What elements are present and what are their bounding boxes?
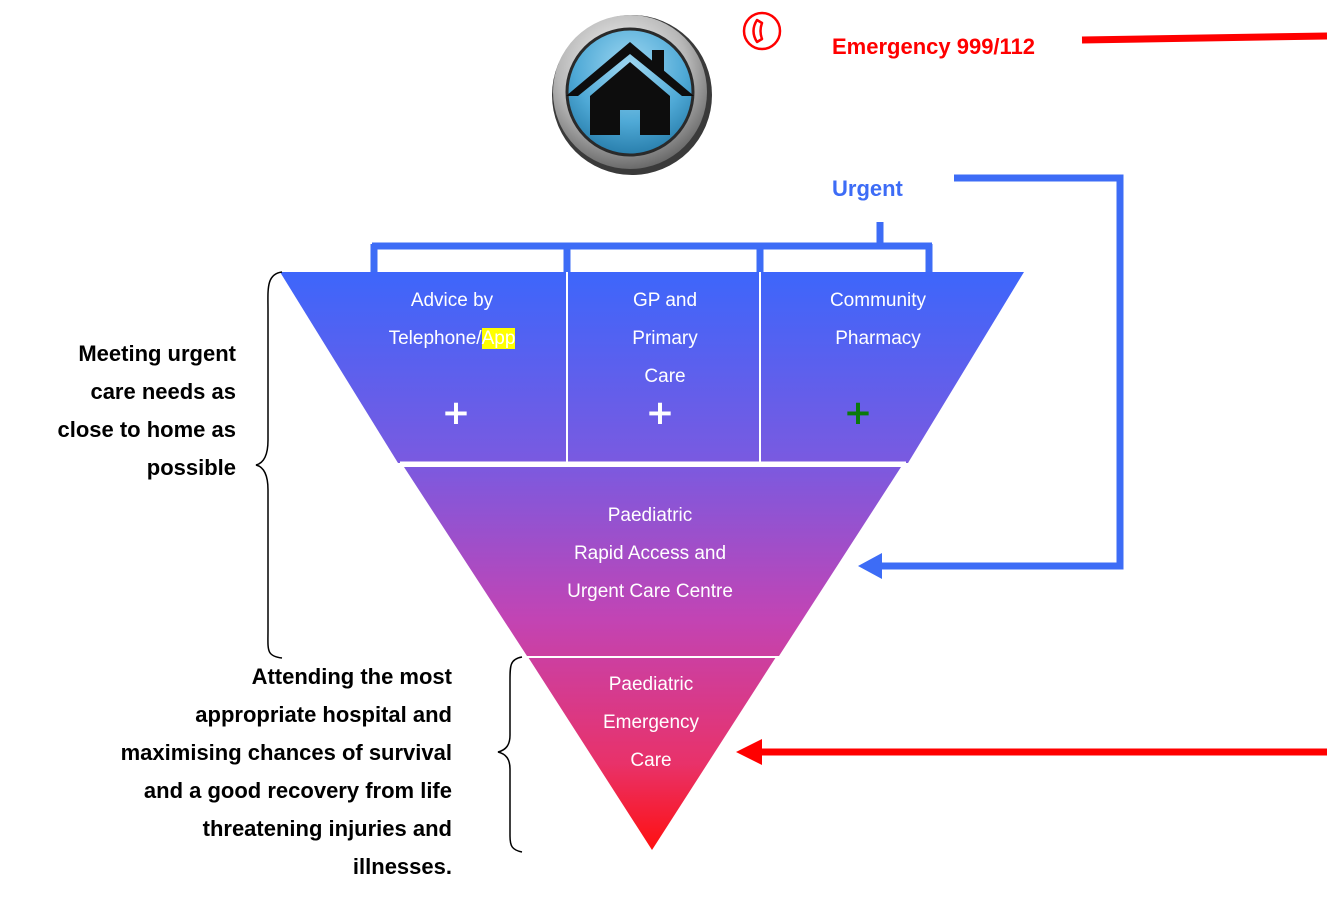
pharmacy-label-line2: Pharmacy (835, 328, 921, 349)
home-button[interactable] (552, 15, 712, 175)
urgent-care-note-line: possible (146, 455, 236, 480)
tier-emergency-care (528, 657, 776, 850)
emergency-care-note-line: maximising chances of survival (120, 740, 452, 765)
urgent-care-note-line: close to home as (57, 417, 236, 442)
advice-label-line2: Telephone/App (372, 320, 532, 358)
pharmacy-label-line1: Community (829, 290, 927, 311)
emergency-label: Emergency 999/112 (832, 34, 1036, 59)
emergency-care-line2: Emergency (602, 712, 700, 733)
emergency-care-note: Attending the most appropriate hospital … (0, 658, 452, 886)
gp-label: GP and Primary Care (590, 282, 740, 396)
advice-label-line1: Advice by (410, 290, 494, 311)
gp-label-line2: Primary (632, 328, 698, 349)
emergency-care-note-line: threatening injuries and (202, 816, 452, 841)
tier-primary-care (280, 272, 1024, 463)
urgent-care-centre-line2: Rapid Access and (573, 543, 727, 564)
gp-plus-icon: + (645, 393, 675, 433)
emergency-care-note-line: Attending the most (251, 664, 452, 689)
urgent-route-line (880, 174, 1124, 570)
urgent-care-centre-line3: Urgent Care Centre (567, 581, 733, 602)
advice-plus-icon: + (441, 393, 471, 433)
advice-label: Advice by Telephone/App (372, 282, 532, 358)
gp-label-line1: GP and (632, 290, 698, 311)
urgent-care-centre-label: Paediatric Rapid Access and Urgent Care … (530, 497, 770, 611)
emergency-care-label: Paediatric Emergency Care (580, 666, 722, 780)
phone-icon (742, 11, 782, 51)
urgent-care-note-line: care needs as (90, 379, 236, 404)
pharmacy-plus-icon: + (843, 393, 873, 433)
advice-label-highlight: App (481, 328, 516, 349)
advice-label-prefix: Telephone/ (388, 328, 482, 349)
emergency-care-line3: Care (630, 750, 672, 771)
urgent-label: Urgent (832, 176, 903, 201)
emergency-care-note-line: and a good recovery from life (143, 778, 452, 803)
tier-urgent-care-centre (404, 467, 901, 656)
emergency-care-line1: Paediatric (608, 674, 694, 695)
urgent-care-note: Meeting urgent care needs as close to ho… (0, 335, 236, 487)
emergency-care-brace (497, 656, 523, 853)
urgent-care-brace (255, 271, 283, 659)
emergency-line (1081, 32, 1327, 44)
emergency-care-note-line: appropriate hospital and (195, 702, 452, 727)
urgent-care-note-line: Meeting urgent (78, 341, 236, 366)
urgent-bracket (370, 222, 933, 272)
urgent-care-centre-line1: Paediatric (607, 505, 693, 526)
urgent-route-arrowhead (858, 553, 882, 579)
home-icon (566, 42, 694, 135)
gp-label-line3: Care (644, 366, 686, 387)
emergency-care-note-line: illnesses. (352, 854, 452, 879)
emergency-arrowhead (736, 739, 762, 765)
pharmacy-label: Community Pharmacy (788, 282, 968, 358)
